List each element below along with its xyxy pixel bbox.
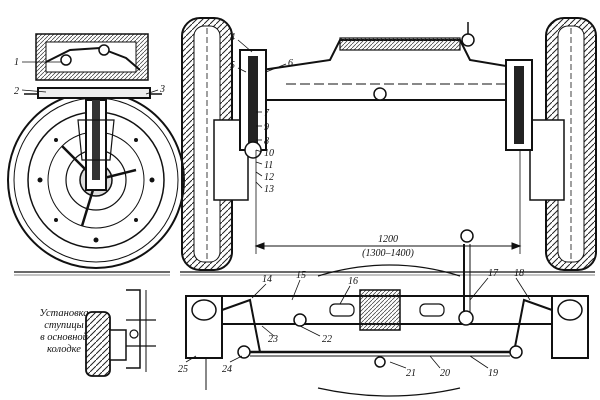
callout-16: 16 [348,276,358,287]
callout-11: 11 [264,160,273,171]
callout-4: 4 [230,32,235,43]
callout-8: 8 [264,136,269,147]
callout-23: 23 [268,334,278,345]
leaders-left [21,61,159,95]
leaders-middle [237,39,287,189]
callout-17: 17 [488,268,499,279]
callout-10: 10 [264,148,274,159]
callout-9: 9 [264,122,269,133]
callout-14: 14 [262,274,272,285]
inset-caption: Установка ступицы в основной колодке [22,308,106,356]
callout-5: 5 [230,60,235,71]
ground-lines [14,271,595,276]
callout-24: 24 [222,364,232,375]
side-view-wheel [7,33,185,269]
callout-21: 21 [406,368,416,379]
callout-12: 12 [264,172,274,183]
dimension-alt: (1300–1400) [362,248,414,259]
callout-6: 6 [288,58,293,69]
callout-3: 3 [159,84,165,95]
callout-19: 19 [488,368,498,379]
callout-15: 15 [296,270,306,281]
inset-hub-shoe [85,289,156,377]
inset-caption-line-2: ступицы [44,320,84,331]
callout-18: 18 [514,268,524,279]
plan-view-axle [185,229,589,397]
front-view-axle [181,17,597,271]
callout-13: 13 [264,184,274,195]
callout-20: 20 [440,368,450,379]
dimension-main: 1200 [378,234,398,245]
callout-2: 2 [14,86,19,97]
callout-1: 1 [14,57,19,68]
callout-22: 22 [322,334,332,345]
leaders-bottom [185,277,531,369]
inset-caption-line-3: в основной [40,332,88,343]
callout-7: 7 [264,108,270,119]
inset-caption-line-1: Установка [39,308,89,319]
callout-25: 25 [178,364,188,375]
inset-caption-line-4: колодке [47,344,81,355]
